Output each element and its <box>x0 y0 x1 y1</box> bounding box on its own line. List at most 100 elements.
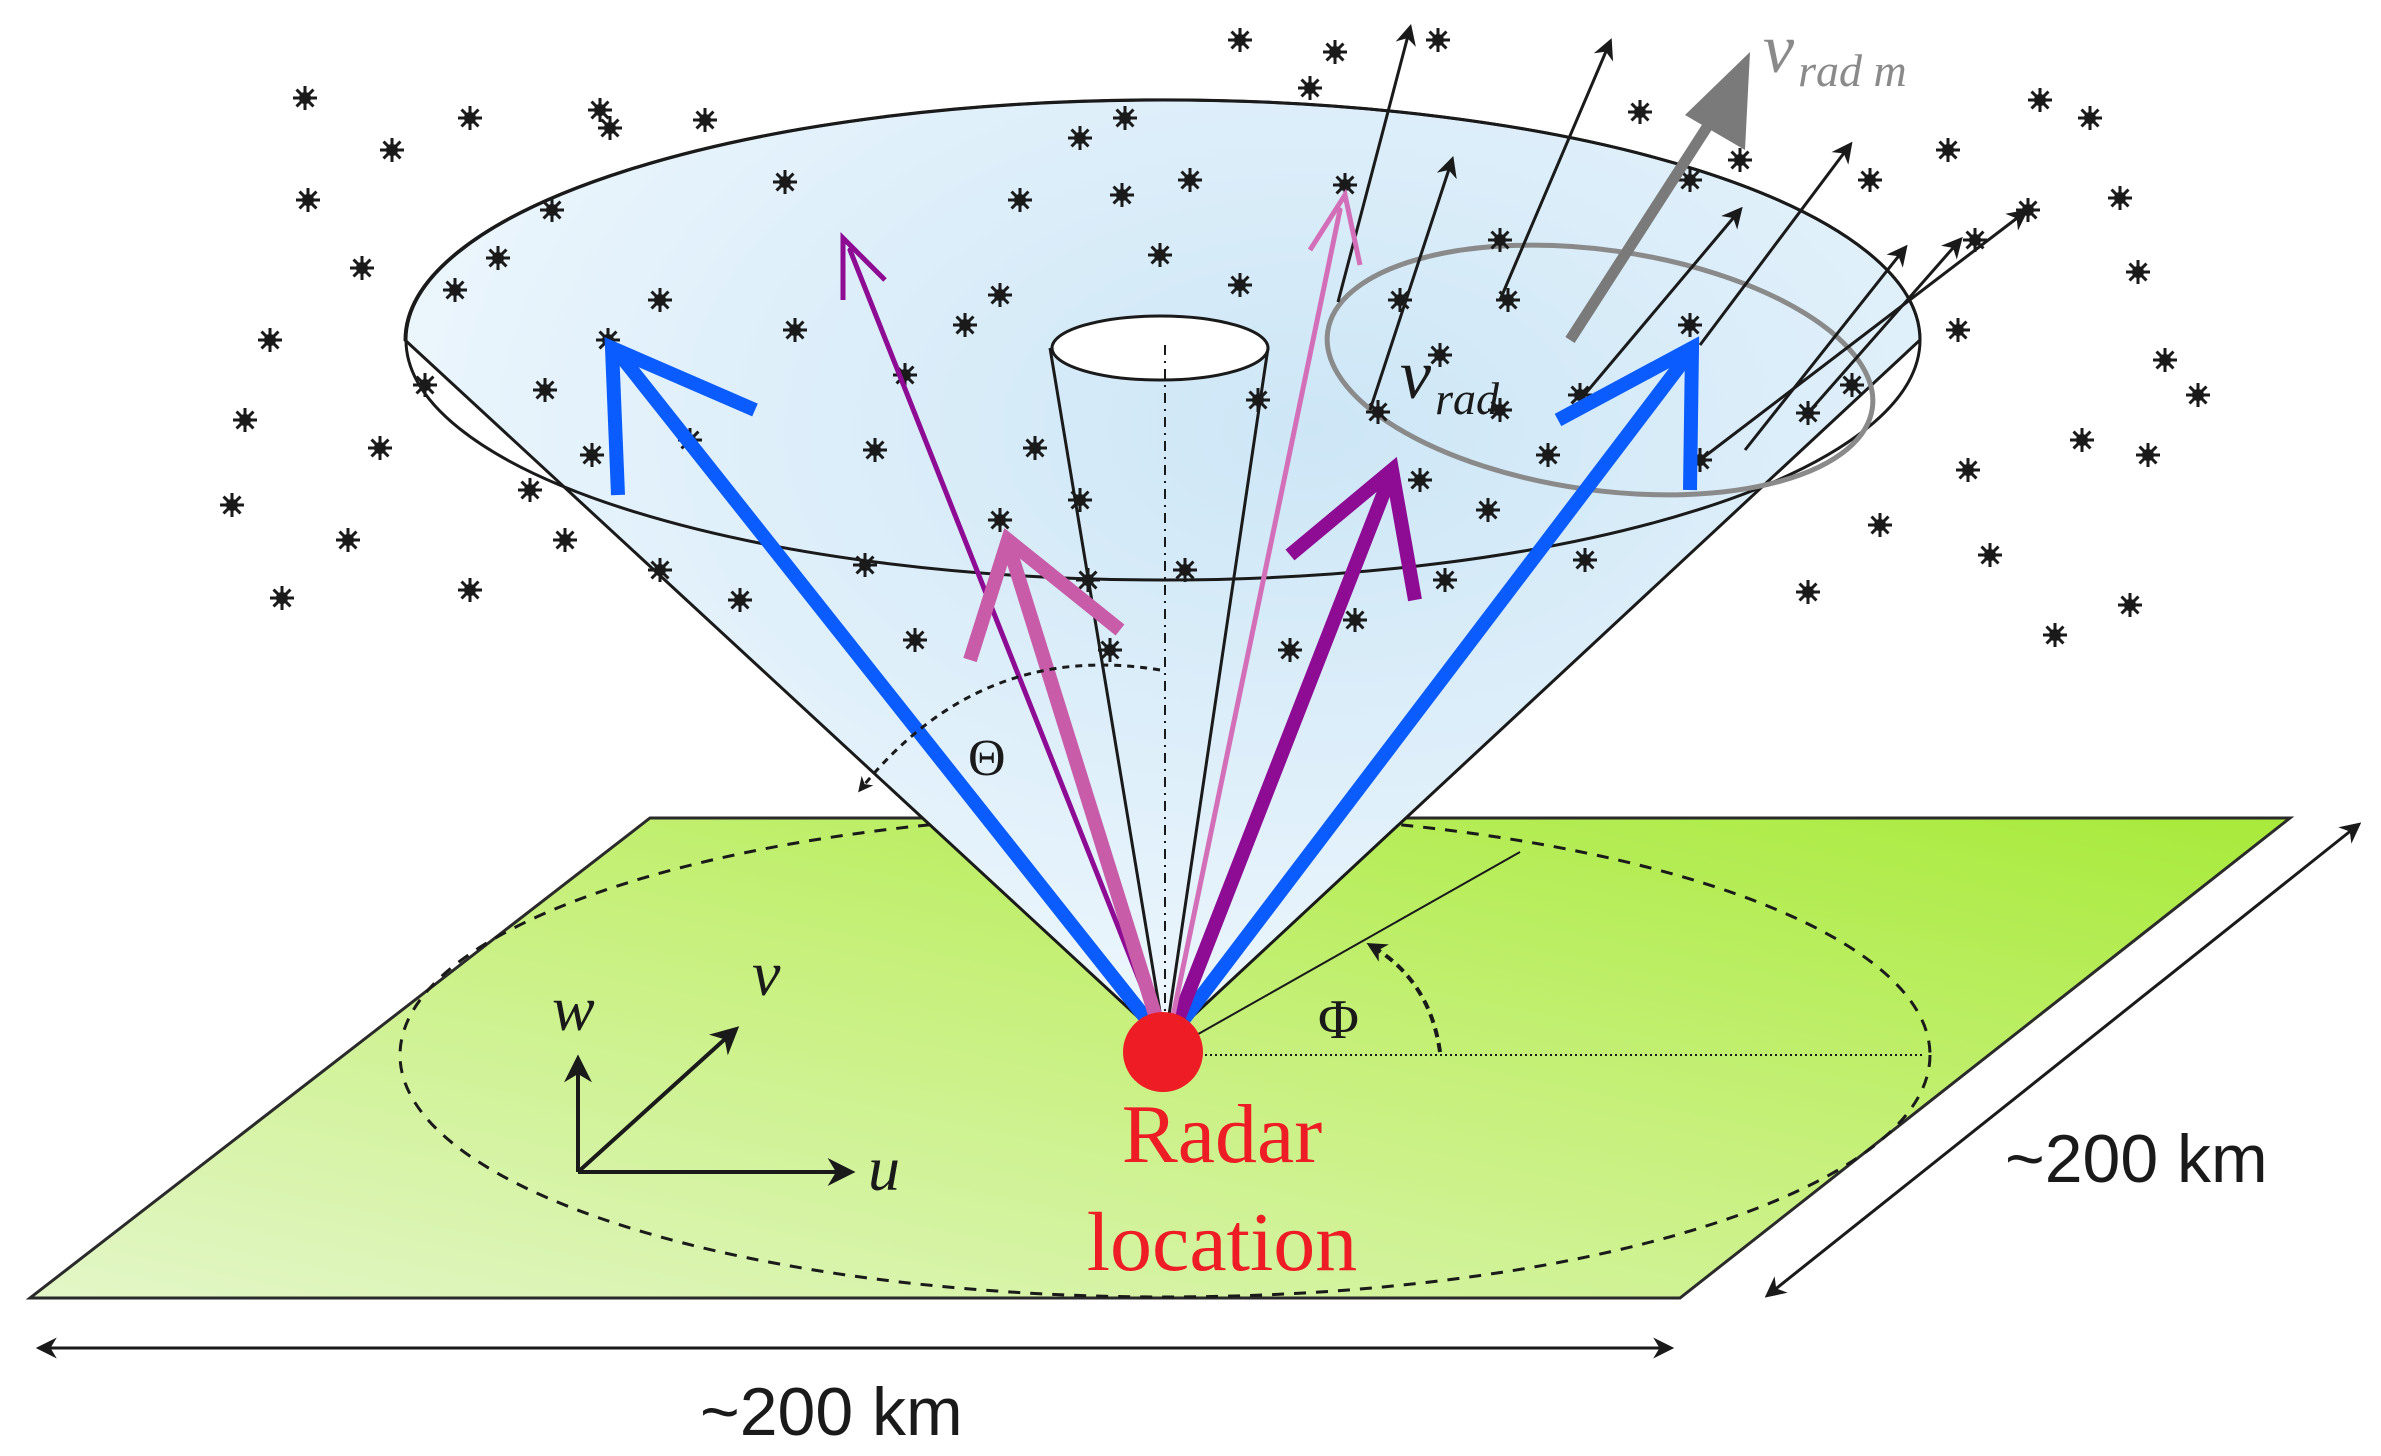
label-v-rad-m: vrad m <box>1763 11 1907 96</box>
scatterer-star <box>1023 436 1047 460</box>
scatterer-star <box>1076 568 1100 592</box>
scatterer-star <box>233 408 257 432</box>
scatterer-star <box>296 188 320 212</box>
scatterer-star <box>540 198 564 222</box>
scatterer-star <box>1113 106 1137 130</box>
scatterer-star <box>1228 28 1252 52</box>
coordinate-axes <box>564 1026 856 1186</box>
scatterer-star <box>1148 243 1172 267</box>
label-axis-v: v <box>752 938 781 1009</box>
scatterer-star <box>336 528 360 552</box>
scatterer-star <box>1956 458 1980 482</box>
scatterer-star <box>1428 343 1452 367</box>
scatterer-star <box>1408 468 1432 492</box>
dimension-arrow-right <box>1764 822 2362 1298</box>
label-radar-line2: location <box>1087 1196 1358 1289</box>
scatterer-star <box>1388 288 1412 312</box>
scatterer-star <box>458 578 482 602</box>
inner-cone-top <box>1050 314 1270 382</box>
label-radar-line1: Radar <box>1122 1088 1323 1181</box>
label-dimension-bottom: ~200 km <box>700 1374 963 1450</box>
label-axis-w: w <box>552 973 595 1044</box>
phi-azimuth-line <box>1169 851 1521 1051</box>
scatterer-star <box>270 586 294 610</box>
scatterer-star <box>1946 318 1970 342</box>
scatterer-star <box>598 116 622 140</box>
scatterer-star <box>1568 383 1592 407</box>
label-phi: Φ <box>1318 989 1359 1051</box>
scatterer-star <box>1178 168 1202 192</box>
scatterer-star <box>2043 623 2067 647</box>
scatterer-star <box>773 170 797 194</box>
scatterer-star <box>368 436 392 460</box>
scatterer-star <box>350 256 374 280</box>
scatterer-star <box>413 373 437 397</box>
scatterer-star <box>1868 513 1892 537</box>
scatterer-star <box>1426 28 1450 52</box>
scatterer-star <box>1628 100 1652 124</box>
scatterer-star <box>1840 373 1864 397</box>
scatterer-star <box>588 98 612 122</box>
scatterer-star <box>1298 76 1322 100</box>
scatterer-star <box>220 493 244 517</box>
scatterer-star <box>693 108 717 132</box>
theta-angle-arc <box>858 663 1161 793</box>
scatterer-star <box>2126 260 2150 284</box>
scatterer-star <box>2153 348 2177 372</box>
radar-dot <box>1123 1012 1203 1092</box>
scatterer-star <box>1433 568 1457 592</box>
scatterer-star <box>293 86 317 110</box>
scatterer-star <box>988 508 1012 532</box>
scatterer-star <box>1488 398 1512 422</box>
cone-top-ellipse <box>404 98 1922 582</box>
scatterer-star <box>2028 88 2052 112</box>
scatterer-star <box>648 558 672 582</box>
scatterer-star <box>1476 498 1500 522</box>
scatterer-star <box>1008 188 1032 212</box>
scatterer-star <box>1068 488 1092 512</box>
scatterer-star <box>953 313 977 337</box>
scatterer-star <box>1228 273 1252 297</box>
scatterer-star <box>1728 148 1752 172</box>
scatterer-star <box>553 528 577 552</box>
scatterer-star <box>2118 593 2142 617</box>
scatterer-star <box>1496 288 1520 312</box>
scatterer-star <box>458 106 482 130</box>
scatterer-star <box>1936 138 1960 162</box>
scatterer-star <box>1488 228 1512 252</box>
scatterer-star <box>783 318 807 342</box>
scatterer-star <box>1098 638 1122 662</box>
pink-beam-arrows <box>963 188 1363 1047</box>
scatterer-star <box>1323 40 1347 64</box>
scatterer-star <box>903 628 927 652</box>
scatterer-star <box>1796 580 1820 604</box>
label-axis-u: u <box>868 1133 900 1204</box>
scatterer-star <box>1068 126 1092 150</box>
scatterer-star <box>2016 198 2040 222</box>
scatterer-star <box>728 588 752 612</box>
scatterer-star <box>2078 106 2102 130</box>
scatterer-star <box>1246 388 1270 412</box>
label-v-rad: vrad <box>1400 337 1500 424</box>
mean-radial-velocity-arrow <box>1565 52 1750 343</box>
scatterer-star <box>648 288 672 312</box>
scatterer-star <box>988 283 1012 307</box>
scatterer-star <box>518 478 542 502</box>
scatterer-star <box>443 278 467 302</box>
scatterer-star <box>1173 558 1197 582</box>
scatterer-star <box>1978 543 2002 567</box>
scatterer-star <box>1110 183 1134 207</box>
scatterer-star <box>2070 428 2094 452</box>
scatterer-star <box>1573 548 1597 572</box>
scatterer-star <box>533 378 557 402</box>
purple-beam-arrows <box>840 231 1422 1047</box>
label-dimension-right: ~200 km <box>2005 1121 2268 1197</box>
scatterer-star <box>1536 443 1560 467</box>
scatterer-star <box>1366 400 1390 424</box>
scatterer-star <box>486 246 510 270</box>
scatterer-star <box>1678 168 1702 192</box>
blue-beam-arrows <box>604 336 1700 1047</box>
scatterer-star <box>1343 608 1367 632</box>
scatterer-star <box>580 443 604 467</box>
